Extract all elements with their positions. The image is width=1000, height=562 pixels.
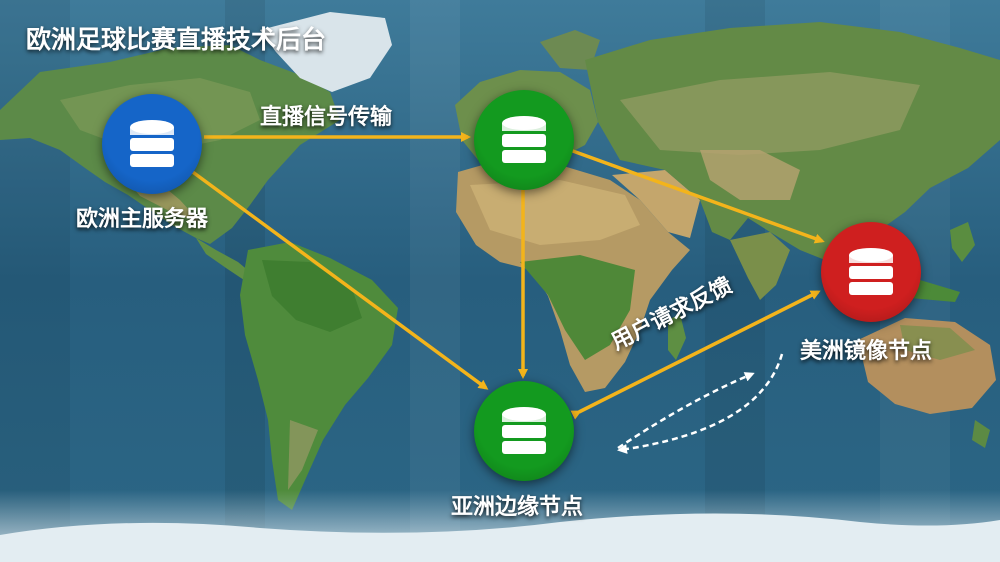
node-label-asia: 亚洲边缘节点 xyxy=(451,495,584,520)
edge-asia-americas-bidirectional xyxy=(570,290,821,420)
node-americas-mirror[interactable] xyxy=(821,222,921,322)
database-icon xyxy=(502,116,546,163)
node-mid-relay[interactable] xyxy=(474,90,574,190)
database-icon xyxy=(502,407,546,454)
dashed-arrow-to-asia xyxy=(617,353,784,454)
database-icon xyxy=(130,120,174,167)
edge-europe-to-asia xyxy=(188,168,489,390)
node-asia-edge[interactable] xyxy=(474,381,574,481)
node-europe-main-server[interactable] xyxy=(102,94,202,194)
diagram-title: 欧洲足球比赛直播技术后台 xyxy=(26,25,327,54)
node-label-europe: 欧洲主服务器 xyxy=(76,207,209,232)
dashed-arrow-to-americas xyxy=(617,372,755,450)
edge-mid-to-americas xyxy=(569,148,825,244)
database-icon xyxy=(849,248,893,295)
edge-label-live-signal: 直播信号传输 xyxy=(260,105,393,130)
node-label-americas: 美洲镜像节点 xyxy=(800,339,933,364)
